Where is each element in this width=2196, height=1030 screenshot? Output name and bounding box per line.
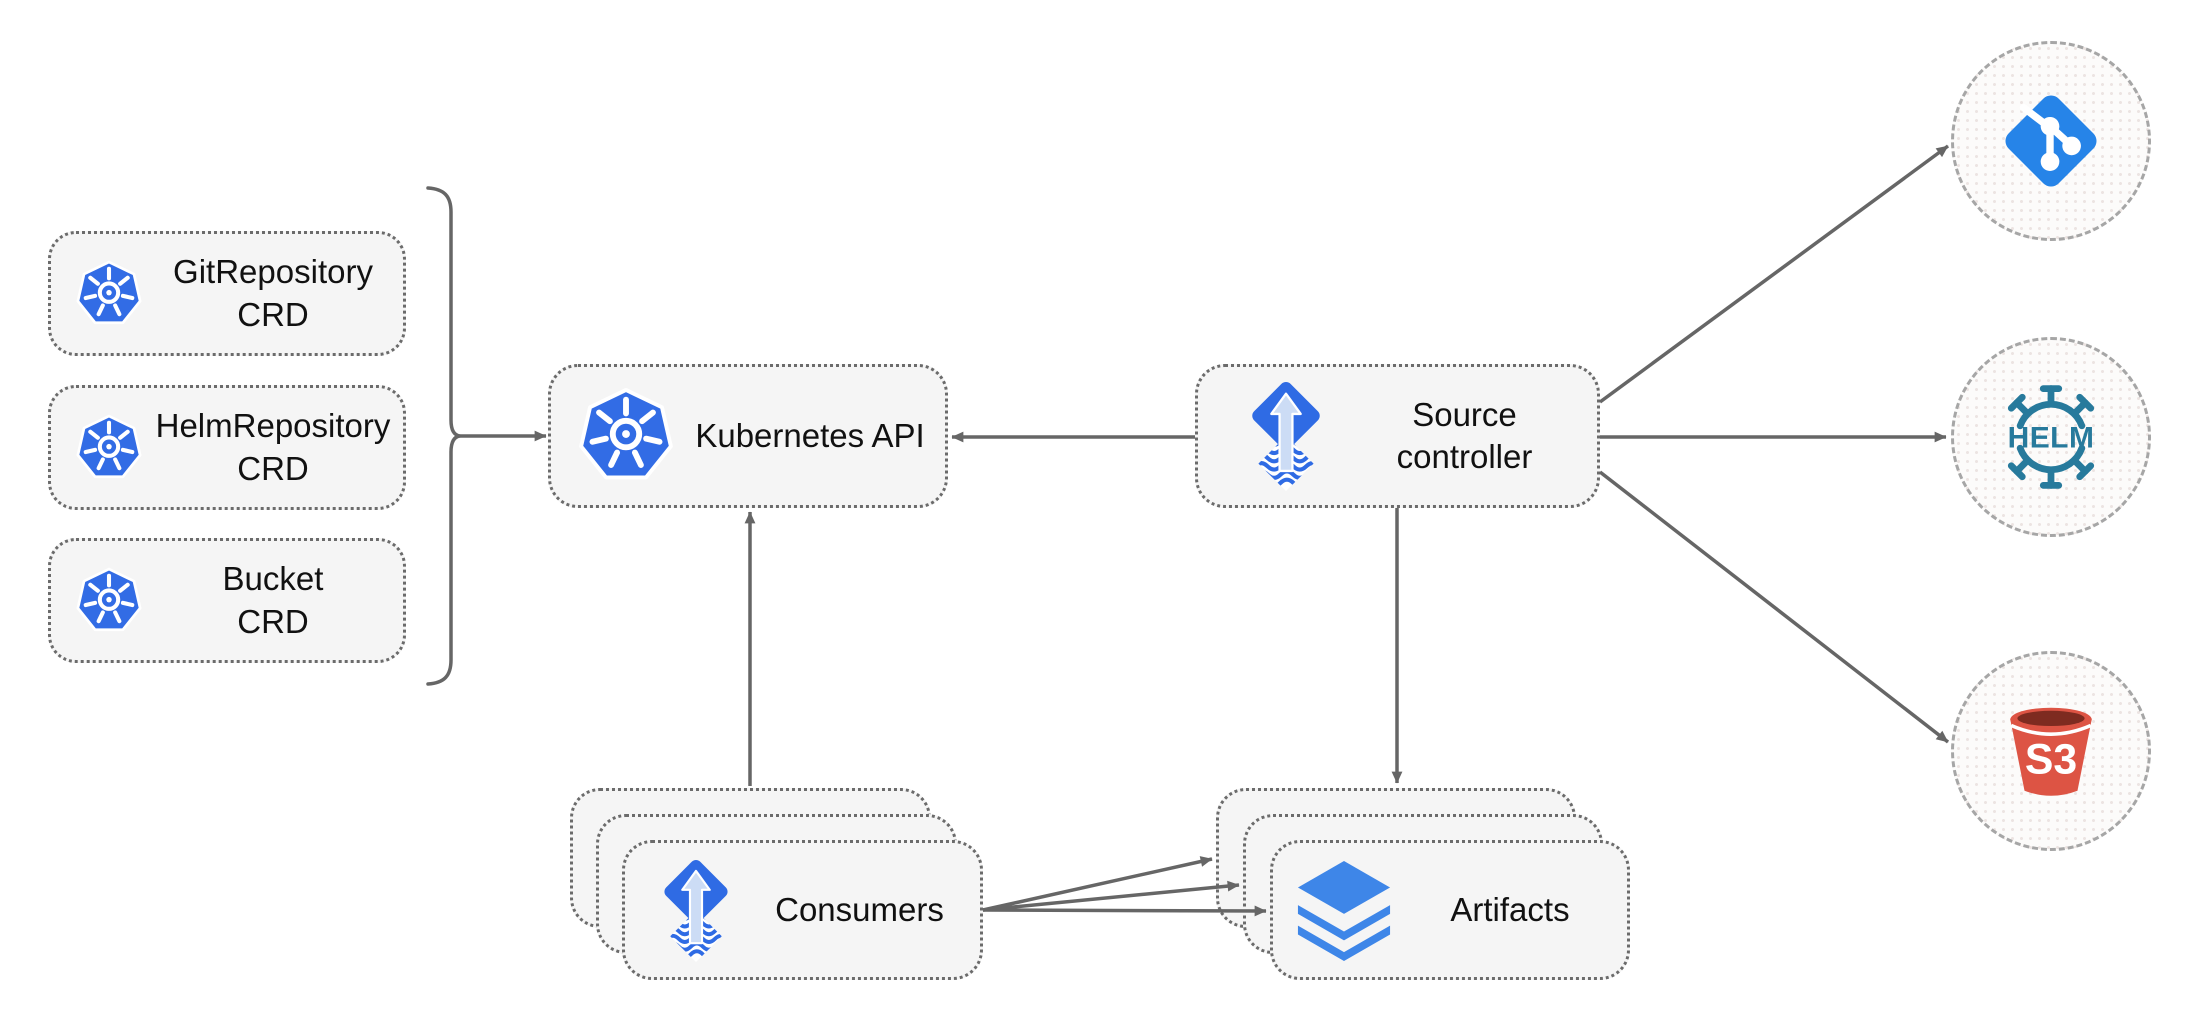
kubernetes-icon (75, 567, 143, 635)
crd-box-bucket: Bucket CRD (48, 538, 406, 663)
external-helm-circle: HELM (1951, 337, 2151, 537)
edge-source-controller-to-git (1598, 144, 1950, 404)
s3-bucket-icon: S3 (1995, 695, 2107, 807)
helm-logo-text: HELM (2008, 422, 2095, 455)
layers-icon (1295, 855, 1393, 965)
kubernetes-api-box: Kubernetes API (548, 364, 948, 508)
crd-grouping-bracket (426, 186, 461, 686)
external-git-circle (1951, 41, 2151, 241)
source-controller-label: Source controller (1396, 395, 1533, 475)
crd-box-label: Bucket CRD (222, 560, 324, 640)
consumers-label: Consumers (775, 890, 944, 928)
artifacts-label: Artifacts (1450, 890, 1570, 928)
source-controller-box: Source controller (1195, 364, 1600, 508)
consumers-box: Consumers (622, 840, 983, 980)
crd-box-label: HelmRepository CRD (155, 407, 391, 487)
crd-box-helmrepository: HelmRepository CRD (48, 385, 406, 510)
artifacts-box: Artifacts (1270, 840, 1630, 980)
git-icon (1997, 87, 2105, 195)
kubernetes-icon (75, 260, 143, 328)
external-s3-circle: S3 (1951, 651, 2151, 851)
edge-consumers-to-artifacts-1 (982, 856, 1213, 912)
kubernetes-icon (75, 414, 143, 482)
crd-box-gitrepository: GitRepository CRD (48, 231, 406, 356)
s3-logo-text: S3 (2025, 735, 2077, 783)
kubernetes-icon (577, 387, 675, 485)
kubernetes-api-label: Kubernetes API (695, 416, 925, 454)
flux-icon (653, 857, 739, 964)
crd-box-label: GitRepository CRD (173, 253, 373, 333)
helm-icon: HELM (2008, 385, 2095, 489)
edge-source-controller-to-s3 (1598, 470, 1950, 744)
flux-icon (1240, 379, 1332, 493)
edge-consumers-to-artifacts-2 (982, 880, 1240, 912)
